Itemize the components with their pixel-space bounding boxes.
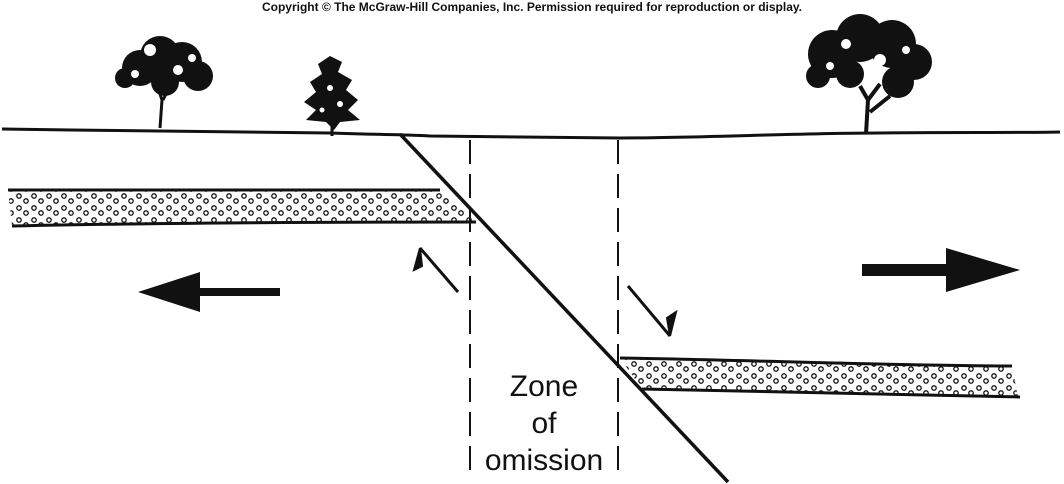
pebble-layer-right: [620, 358, 1018, 397]
zone-label-line: omission: [484, 444, 604, 477]
right-extension-arrow-icon: [862, 248, 1020, 292]
zone-label-line: of: [531, 407, 557, 440]
left-extension-arrow-icon: [138, 272, 280, 312]
slip-up-half-arrow-icon: [412, 247, 460, 293]
zone-label-line: Zone: [509, 370, 579, 403]
tree-icon: [806, 14, 932, 135]
slip-down-half-arrow-icon: [626, 285, 678, 337]
copyright-notice: Copyright © The McGraw-Hill Companies, I…: [261, 0, 803, 14]
ground-surface: [1, 127, 1061, 140]
tree-icon: [115, 36, 213, 129]
pebble-layer-left: [8, 190, 476, 226]
fault-plane: [398, 132, 730, 484]
tree-icon: [304, 56, 360, 136]
zone-of-omission-label: Zone of omission: [470, 368, 618, 479]
